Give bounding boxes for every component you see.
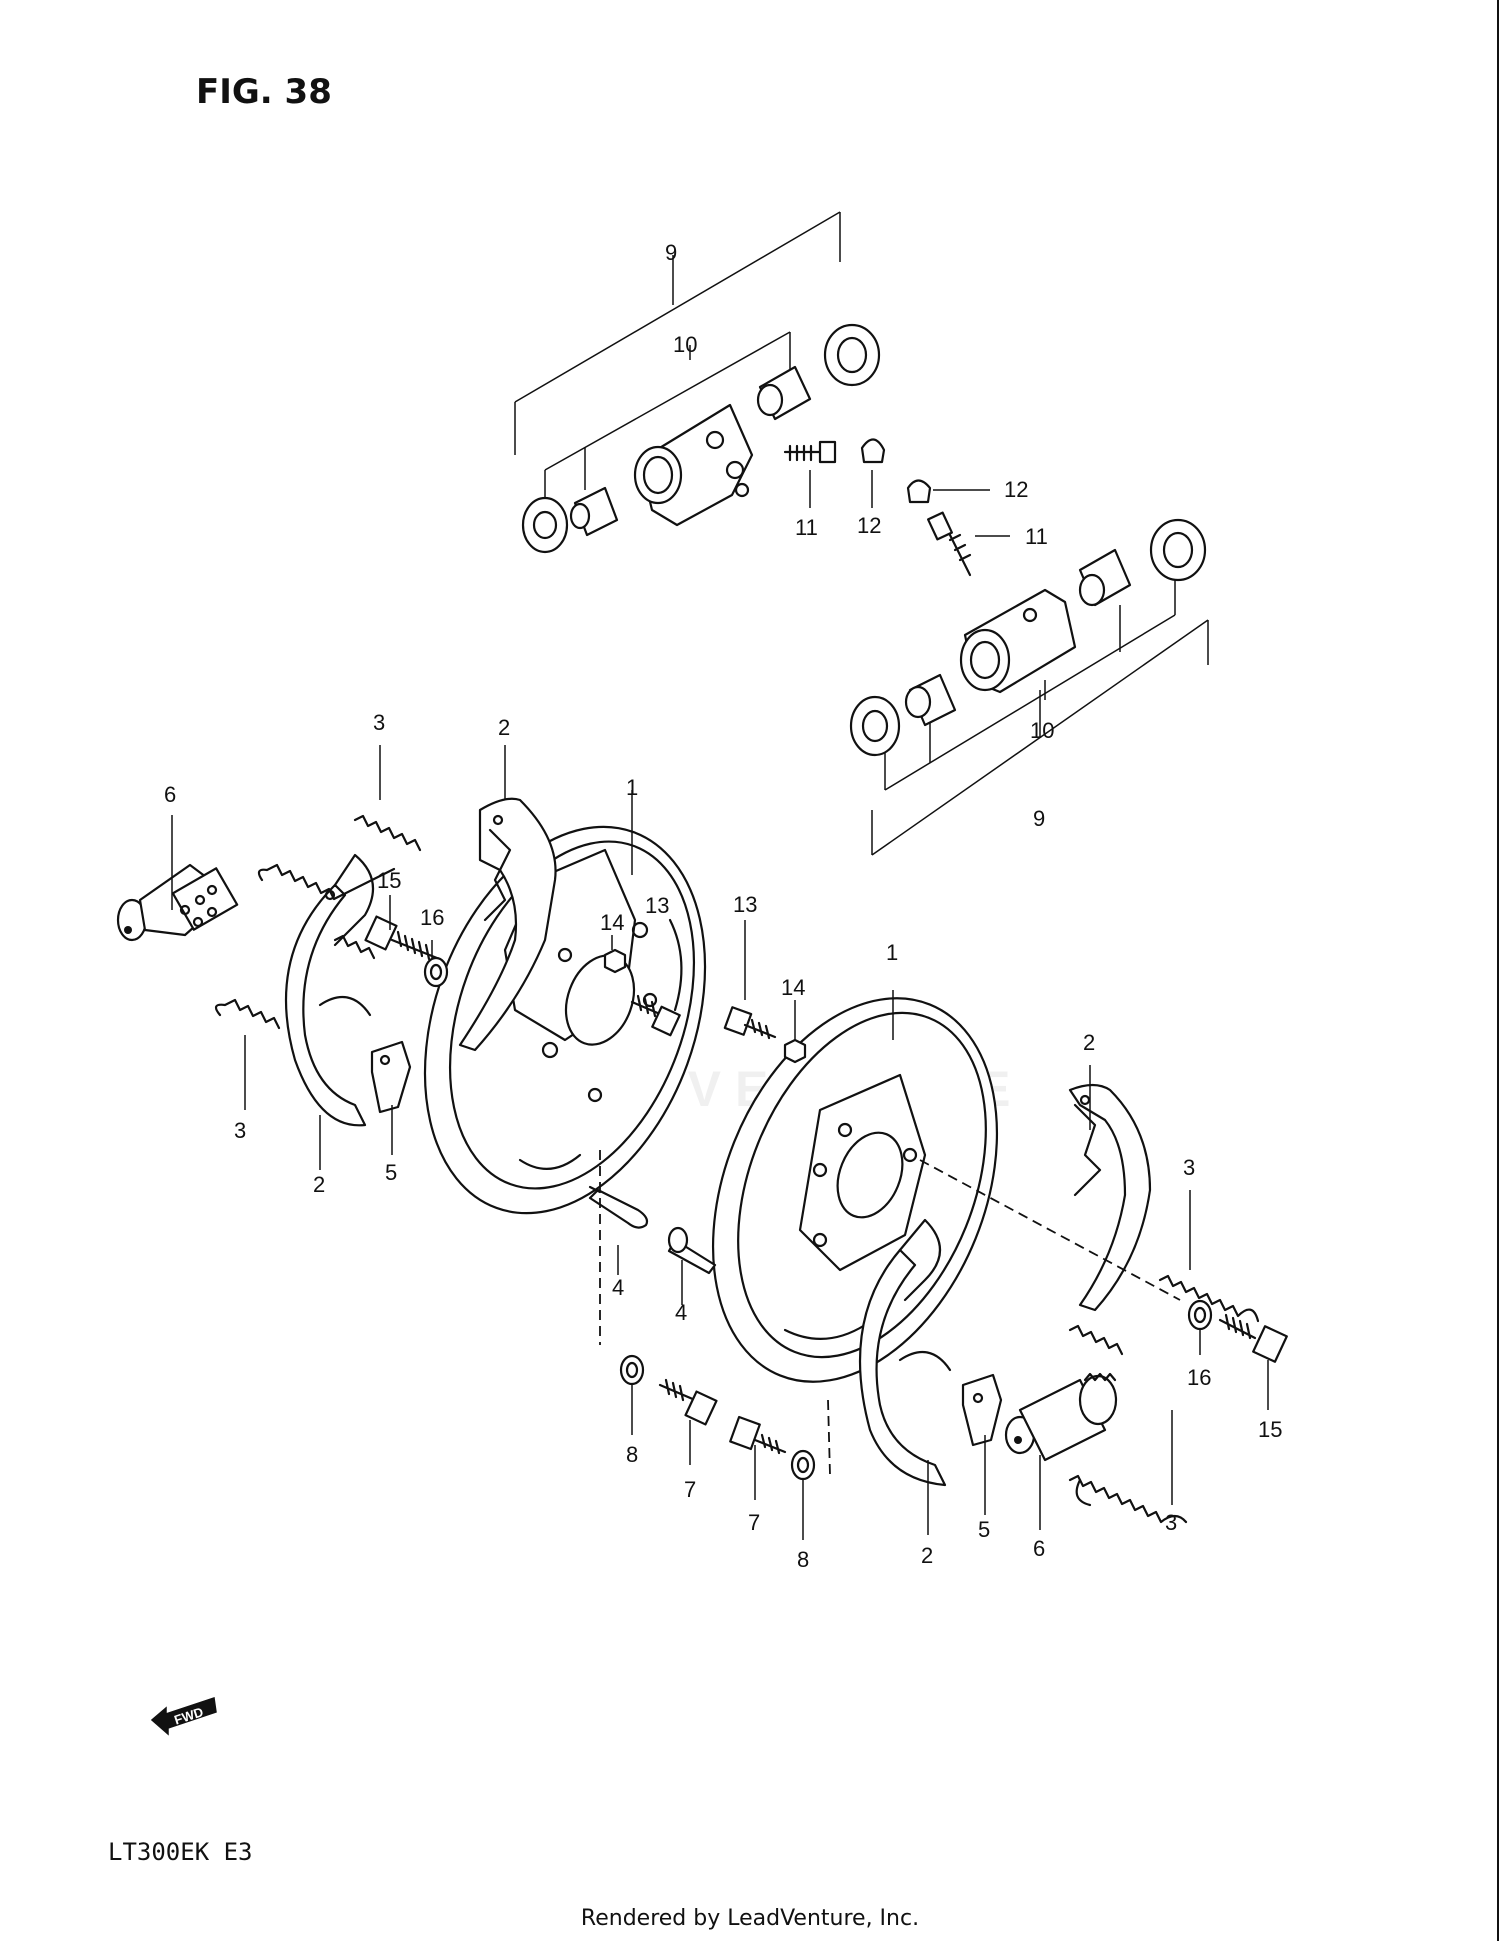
callout-3: 3	[373, 710, 385, 735]
callout-11: 11	[1025, 524, 1048, 549]
figure-title: FIG. 38	[196, 72, 332, 112]
callout-6: 6	[1033, 1536, 1045, 1561]
callout-2: 2	[498, 715, 510, 740]
callout-5: 5	[978, 1517, 990, 1542]
callout-8: 8	[626, 1442, 638, 1467]
brake-shoe-right-a[interactable]	[1068, 1083, 1152, 1312]
washer-8-right[interactable]	[790, 1449, 816, 1481]
spring-mid-left[interactable]	[214, 998, 281, 1030]
callout-2: 2	[313, 1172, 325, 1197]
callout-12: 12	[1004, 477, 1028, 502]
assembly-line-diagonal	[919, 1159, 1181, 1301]
callout-4: 4	[612, 1275, 624, 1300]
washer-16-right[interactable]	[1187, 1299, 1213, 1331]
clip-5-left[interactable]	[370, 1040, 412, 1114]
adjuster-left[interactable]	[116, 863, 239, 942]
wheel-cylinder-lower[interactable]	[849, 479, 1209, 856]
bolt-13-center[interactable]	[630, 994, 681, 1037]
callout-15: 15	[377, 868, 401, 893]
callout-2: 2	[1083, 1030, 1095, 1055]
callout-1: 1	[886, 940, 898, 965]
callout-3: 3	[1183, 1155, 1195, 1180]
callout-12: 12	[857, 513, 881, 538]
nut-14-center[interactable]	[603, 948, 627, 974]
brake-shoe-left-a[interactable]	[285, 853, 375, 1127]
callout-13: 13	[645, 893, 669, 918]
callout-15: 15	[1258, 1417, 1282, 1442]
callout-7: 7	[748, 1510, 760, 1535]
spring-top-left[interactable]	[353, 814, 422, 852]
callout-6: 6	[164, 782, 176, 807]
callout-16: 16	[1187, 1365, 1211, 1390]
callout-14: 14	[600, 910, 624, 935]
pin-4-left[interactable]	[588, 1185, 649, 1229]
bolt-15-right[interactable]	[1218, 1313, 1288, 1363]
model-label: LT300EK E3	[108, 1838, 253, 1866]
fwd-arrow-icon: FWD	[150, 1697, 217, 1736]
callout-10: 10	[1030, 718, 1054, 743]
spring-left-shoe[interactable]	[333, 934, 376, 960]
callout-1: 1	[626, 775, 638, 800]
washer-16-left[interactable]	[423, 956, 449, 988]
brake-shoe-right-b[interactable]	[858, 1218, 952, 1487]
callout-4: 4	[675, 1300, 687, 1325]
callout-10: 10	[673, 332, 697, 357]
right-border	[1497, 0, 1499, 1941]
adjuster-right[interactable]	[1004, 1372, 1118, 1462]
callout-9: 9	[1033, 806, 1045, 831]
render-credit: Rendered by LeadVenture, Inc.	[580, 1906, 920, 1931]
callout-numbers: 9 10 11 12 12 11 10 9 3 6 2 1 15 16 14 1…	[164, 240, 1282, 1572]
fwd-label: FWD	[172, 1704, 205, 1727]
spring-upper-left[interactable]	[257, 863, 396, 901]
callout-7: 7	[684, 1477, 696, 1502]
spring-right-lower[interactable]	[1068, 1474, 1188, 1524]
brake-panel-right[interactable]	[660, 956, 1051, 1424]
callout-3: 3	[234, 1118, 246, 1143]
callout-9: 9	[665, 240, 677, 265]
bolt-7-left[interactable]	[658, 1378, 718, 1426]
spring-right-inner[interactable]	[1068, 1324, 1124, 1356]
pin-4-right[interactable]	[667, 1226, 717, 1275]
callout-16: 16	[420, 905, 444, 930]
bolt-15-left[interactable]	[364, 915, 439, 961]
assembly-line-right	[827, 1399, 831, 1476]
callout-8: 8	[797, 1547, 809, 1572]
clip-5-right[interactable]	[961, 1373, 1003, 1447]
bolt-13-right[interactable]	[723, 1006, 777, 1040]
wheel-cylinder-upper[interactable]	[514, 211, 886, 554]
callout-11: 11	[795, 515, 818, 540]
bolt-7-right[interactable]	[729, 1415, 787, 1455]
washer-8-left[interactable]	[619, 1354, 645, 1386]
callout-13: 13	[733, 892, 757, 917]
spring-right-upper[interactable]	[1158, 1274, 1260, 1323]
callout-2: 2	[921, 1543, 933, 1568]
callout-5: 5	[385, 1160, 397, 1185]
brake-panel-left[interactable]	[374, 788, 755, 1253]
callout-3: 3	[1165, 1510, 1177, 1535]
callout-leaders	[171, 745, 1269, 1540]
nut-14-right[interactable]	[783, 1038, 807, 1064]
brake-shoe-left-b[interactable]	[458, 797, 557, 1052]
callout-14: 14	[781, 975, 805, 1000]
